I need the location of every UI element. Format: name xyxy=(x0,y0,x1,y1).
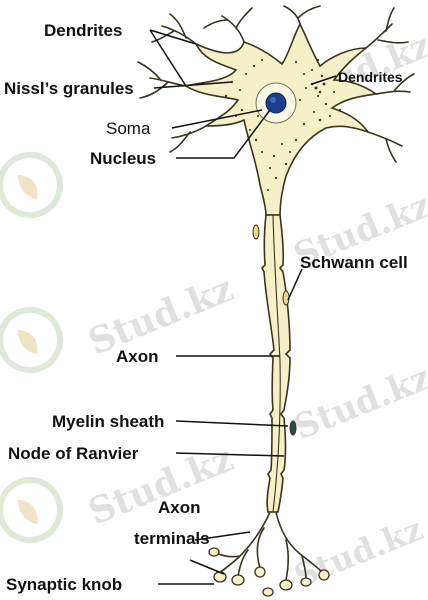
label-axon-terminals-line1: Axon xyxy=(158,498,201,517)
nucleus-highlight xyxy=(270,97,276,103)
label-soma: Soma xyxy=(106,119,151,138)
label-nissl-granules: Nissl’s granules xyxy=(4,79,134,98)
neuron-illustration xyxy=(137,5,415,597)
watermark-layer: Stud.kz Stud.kz Stud.kz Stud.kz Stud.kz … xyxy=(0,26,428,595)
nucleus-shape xyxy=(265,92,287,114)
label-dendrites-left: Dendrites xyxy=(44,21,122,40)
dendrite-branch-right-2 xyxy=(375,73,415,95)
watermark-logo-1 xyxy=(0,152,63,218)
label-nucleus: Nucleus xyxy=(90,149,156,168)
dendrite-branch-left-2 xyxy=(137,61,187,99)
dendrite-branch-left-1 xyxy=(151,13,197,45)
schwann-nucleus-1 xyxy=(252,224,260,240)
leader-lines xyxy=(149,29,337,585)
label-axon: Axon xyxy=(116,347,159,366)
dendrite-branch-right-1 xyxy=(365,7,409,49)
label-axon-terminals-line2: terminals xyxy=(134,529,210,548)
axon-core xyxy=(272,214,281,513)
watermark-logo-3 xyxy=(0,477,63,543)
watermark-text-3: Stud.kz xyxy=(83,267,240,363)
labels: Dendrites Nissl’s granules Soma Nucleus … xyxy=(4,21,408,594)
dendrite-branch-right-3 xyxy=(367,131,403,163)
label-node-of-ranvier: Node of Ranvier xyxy=(8,444,139,463)
label-schwann-cell: Schwann cell xyxy=(300,253,408,272)
label-myelin-sheath: Myelin sheath xyxy=(52,412,164,431)
watermark-text-4: Stud.kz xyxy=(288,358,428,449)
axon-segments xyxy=(261,214,291,513)
label-dendrites-right: Dendrites xyxy=(338,69,403,85)
dendrite-branch-top-1 xyxy=(203,7,253,43)
dendrite-branch-top-2 xyxy=(283,5,321,25)
label-synaptic-knob: Synaptic knob xyxy=(6,575,122,594)
axon-terminal-branches xyxy=(213,511,323,581)
schwann-nucleus-3 xyxy=(289,420,297,436)
synaptic-knobs xyxy=(208,547,330,597)
watermark-logo-2 xyxy=(0,307,63,373)
dendrite-branch-left-3 xyxy=(169,125,207,153)
